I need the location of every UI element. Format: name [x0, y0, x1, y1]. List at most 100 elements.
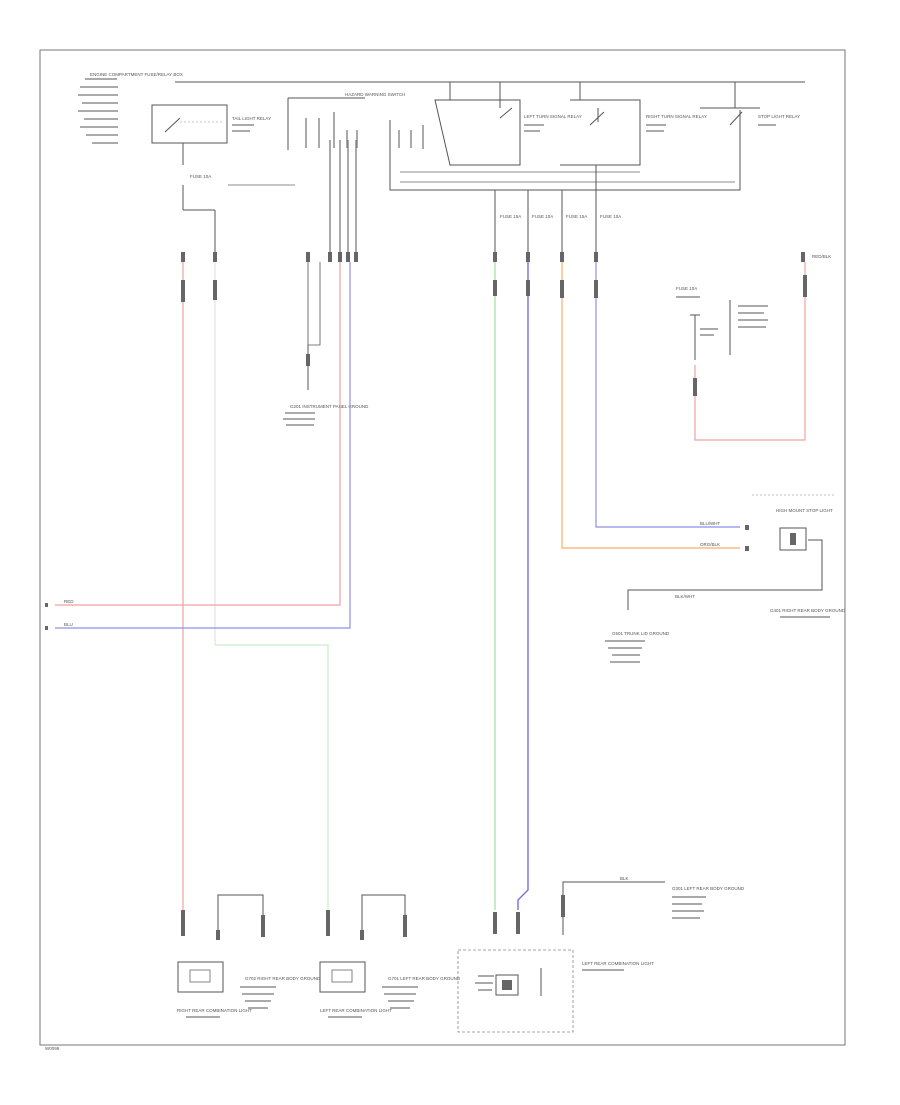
connector — [360, 930, 364, 940]
connector — [594, 252, 598, 262]
center-ground-wire — [562, 881, 665, 935]
right-relay-contact — [589, 111, 605, 126]
header-text-line — [82, 102, 118, 104]
label-line — [738, 305, 768, 307]
connector — [346, 252, 350, 262]
label-line — [232, 130, 250, 132]
diagram-id: W0098 — [45, 1046, 60, 1051]
left-relay-box — [434, 99, 521, 166]
blk-wht-label: BLK/WHT — [675, 594, 695, 599]
label-line — [700, 334, 714, 336]
connector — [745, 546, 749, 551]
switch-text — [356, 130, 358, 148]
stop-relay-contact — [729, 111, 743, 126]
label-line — [758, 124, 776, 126]
fuse-label-1: FUSE 10A — [190, 174, 211, 179]
bulb-icon — [189, 969, 211, 983]
right-rear-jumper — [217, 894, 264, 930]
diagram-frame — [39, 49, 846, 1046]
connector — [801, 252, 805, 262]
label-line — [524, 130, 540, 132]
label-line — [608, 647, 642, 649]
right-relay-box — [560, 99, 641, 166]
bulb-icon — [331, 969, 353, 983]
ground-right-body: G702 RIGHT REAR BODY GROUND — [245, 976, 321, 981]
ground-tail: G301 LEFT REAR BODY GROUND — [672, 886, 745, 891]
relay-box-header: ENGINE COMPARTMENT FUSE/RELAY BOX — [90, 72, 183, 77]
label-line — [478, 975, 494, 977]
relay-contact — [164, 117, 181, 133]
offpage-arrow — [45, 626, 48, 630]
wire-tag — [493, 280, 497, 296]
connector — [338, 252, 342, 262]
ground-instrument: G201 INSTRUMENT PANEL GROUND — [290, 404, 369, 409]
blu-wht-label: BLU/WHT — [700, 521, 721, 526]
relay-group-outline — [389, 110, 741, 191]
label-line — [582, 969, 624, 971]
red-wire-label: RED — [64, 599, 74, 604]
label-line — [232, 124, 254, 126]
relay-text — [410, 130, 412, 148]
label-line — [186, 1016, 220, 1018]
label-line — [283, 418, 315, 420]
connector — [526, 252, 530, 262]
bulb-icon — [790, 533, 796, 545]
right-rear-combination-label: RIGHT REAR COMBINATION LIGHT — [177, 1008, 252, 1013]
wire-tag — [181, 910, 185, 936]
left-rear-jumper — [361, 894, 406, 930]
fuse-label-4: FUSE 15A — [566, 214, 587, 219]
wire-tag — [403, 915, 407, 937]
label-line — [478, 989, 492, 991]
left-relay-label: LEFT TURN SIGNAL RELAY — [524, 114, 582, 119]
label-line — [248, 1007, 268, 1009]
connector — [354, 252, 358, 262]
label-line — [475, 982, 493, 984]
blue-wire-left — [55, 262, 351, 629]
fuse-label-3: FUSE 10A — [532, 214, 553, 219]
bulb-icon — [502, 980, 512, 990]
label-line — [285, 412, 315, 414]
offpage-arrow — [45, 603, 48, 607]
fuse-label-5: FUSE 10A — [600, 214, 621, 219]
wire-tag — [803, 275, 807, 297]
label-line — [610, 661, 640, 663]
connector — [328, 252, 332, 262]
wire-tag — [181, 280, 185, 302]
center-light-outline — [457, 949, 574, 1033]
label-line — [672, 917, 700, 919]
blue-wire-right — [595, 262, 740, 528]
label-line — [605, 640, 645, 642]
label-line — [524, 124, 544, 126]
header-text-line — [80, 86, 118, 88]
label-line — [240, 986, 276, 988]
high-mount-ground-wire — [627, 539, 823, 610]
wire-tag — [261, 915, 265, 937]
left-rear-combination-label-top: LEFT REAR COMBINATION LIGHT — [582, 961, 654, 966]
isolated-fuse — [690, 314, 700, 360]
left-relay-contact — [499, 107, 513, 119]
header-text-line — [92, 142, 118, 144]
header-text-line — [78, 94, 118, 96]
label-line — [700, 328, 718, 330]
connector — [213, 252, 217, 262]
switch-text — [346, 130, 348, 148]
switch-text — [333, 112, 335, 148]
wire-tag — [693, 378, 697, 396]
label-line — [738, 319, 768, 321]
wire-tag — [526, 280, 530, 296]
label-line — [286, 424, 314, 426]
relay-text — [422, 125, 424, 149]
label-line — [672, 896, 706, 898]
label-line — [540, 968, 542, 996]
isolated-fuse-label: FUSE 10A — [676, 286, 697, 291]
label-line — [245, 1000, 271, 1002]
connector — [745, 525, 749, 530]
label-line — [382, 986, 418, 988]
left-rear-combination-light — [319, 961, 366, 993]
switch-text — [318, 118, 320, 148]
ground-right-rear: G401 RIGHT REAR BODY GROUND — [770, 608, 846, 613]
org-blk-label: ORG/BLK — [700, 542, 720, 547]
red-wire-isolated — [694, 262, 806, 441]
